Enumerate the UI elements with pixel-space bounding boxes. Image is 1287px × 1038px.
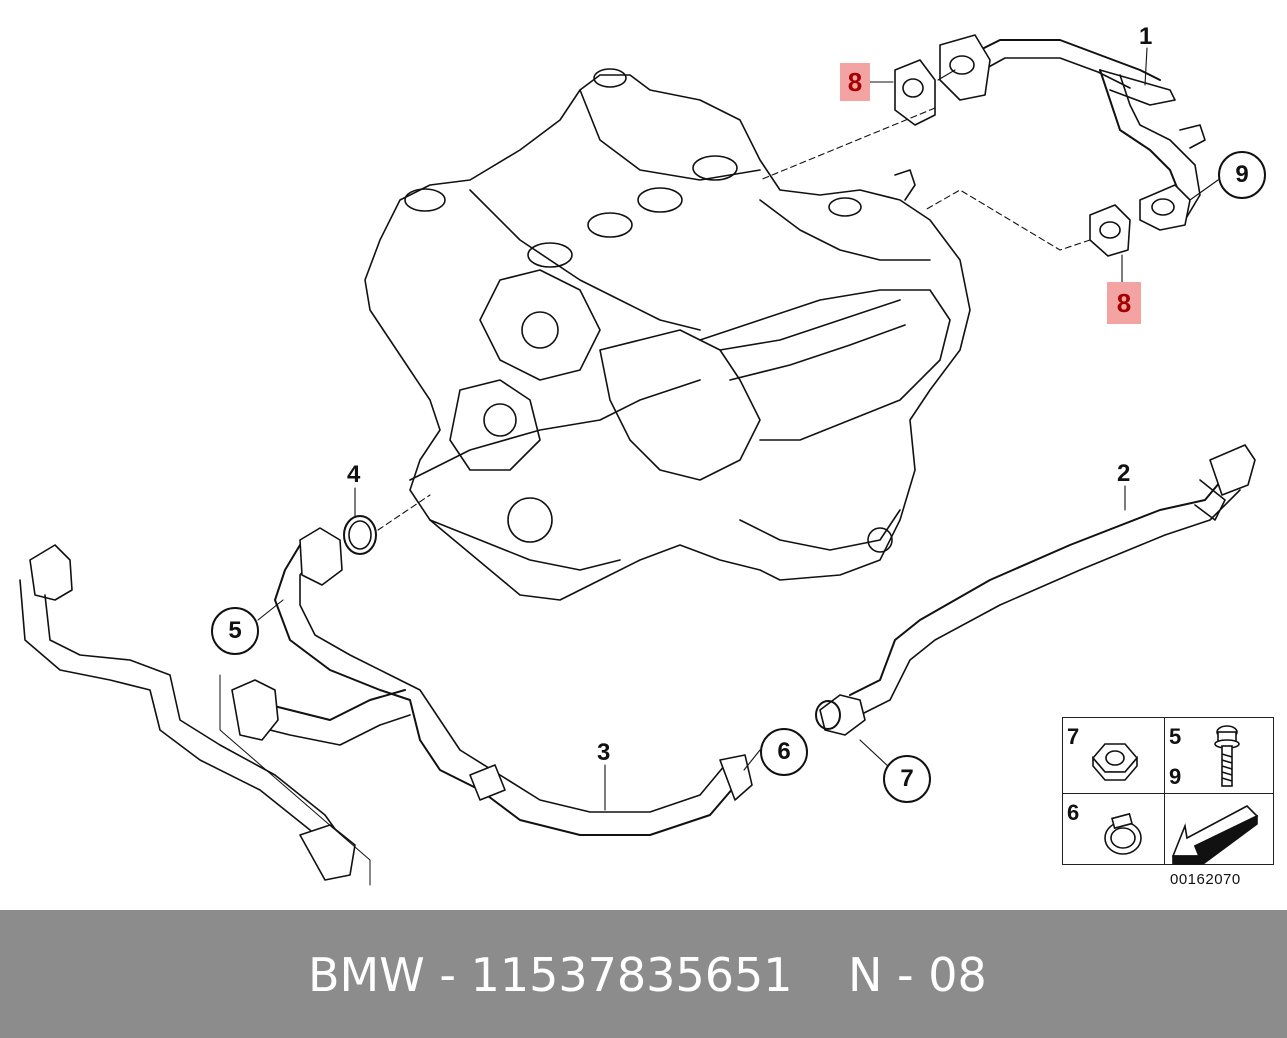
legend-cell-nut: 7 (1062, 717, 1165, 794)
pipe-1 (939, 34, 1206, 231)
o-ring-4 (343, 515, 377, 555)
engine-block (364, 68, 971, 601)
leader-lines (257, 47, 1219, 811)
clamp-6 (815, 700, 841, 730)
fastener-legend: 7 5 9 6 (1062, 717, 1274, 865)
legend-screw-label-5: 5 (1169, 724, 1182, 749)
callout-8-upper-highlight: 8 (840, 63, 870, 101)
legend-cell-clamp: 6 (1062, 793, 1165, 865)
arrow-icon (1171, 805, 1259, 865)
callout-8-lower-highlight: 8 (1107, 282, 1141, 324)
diagram-id: 00162070 (1170, 871, 1241, 888)
callout-9-circle: 9 (1218, 151, 1266, 199)
legend-screw-label-9: 9 (1169, 764, 1182, 789)
callout-1: 1 (1139, 23, 1153, 50)
callout-4: 4 (347, 461, 361, 488)
callout-5-circle: 5 (211, 607, 259, 655)
legend-cell-arrow (1164, 793, 1274, 865)
footer-position: N - 08 (848, 948, 987, 1002)
hose-far-left (19, 544, 371, 886)
legend-clamp-label: 6 (1067, 800, 1080, 825)
gasket-8-lower (1089, 204, 1131, 257)
hose-3 (231, 527, 753, 836)
callout-2: 2 (1117, 460, 1131, 487)
diagram-drawing (19, 34, 1256, 886)
parts-diagram: 1 2 3 4 8 8 9 5 6 7 7 5 9 (19, 23, 1274, 888)
legend-nut-label: 7 (1067, 724, 1080, 749)
hose-clamp-icon (1104, 812, 1142, 855)
footer-bar: BMW - 11537835651 N - 08 (0, 910, 1287, 1038)
callout-6-circle: 6 (760, 728, 808, 776)
callout-7-circle: 7 (883, 755, 931, 803)
screw-icon (1214, 725, 1240, 787)
pipe-2 (819, 444, 1256, 736)
gasket-8-upper (894, 59, 936, 126)
nut-icon (1091, 743, 1139, 781)
callout-3: 3 (597, 739, 611, 766)
footer-part-number: BMW - 11537835651 (308, 948, 793, 1002)
legend-cell-screw: 5 9 (1164, 717, 1274, 794)
